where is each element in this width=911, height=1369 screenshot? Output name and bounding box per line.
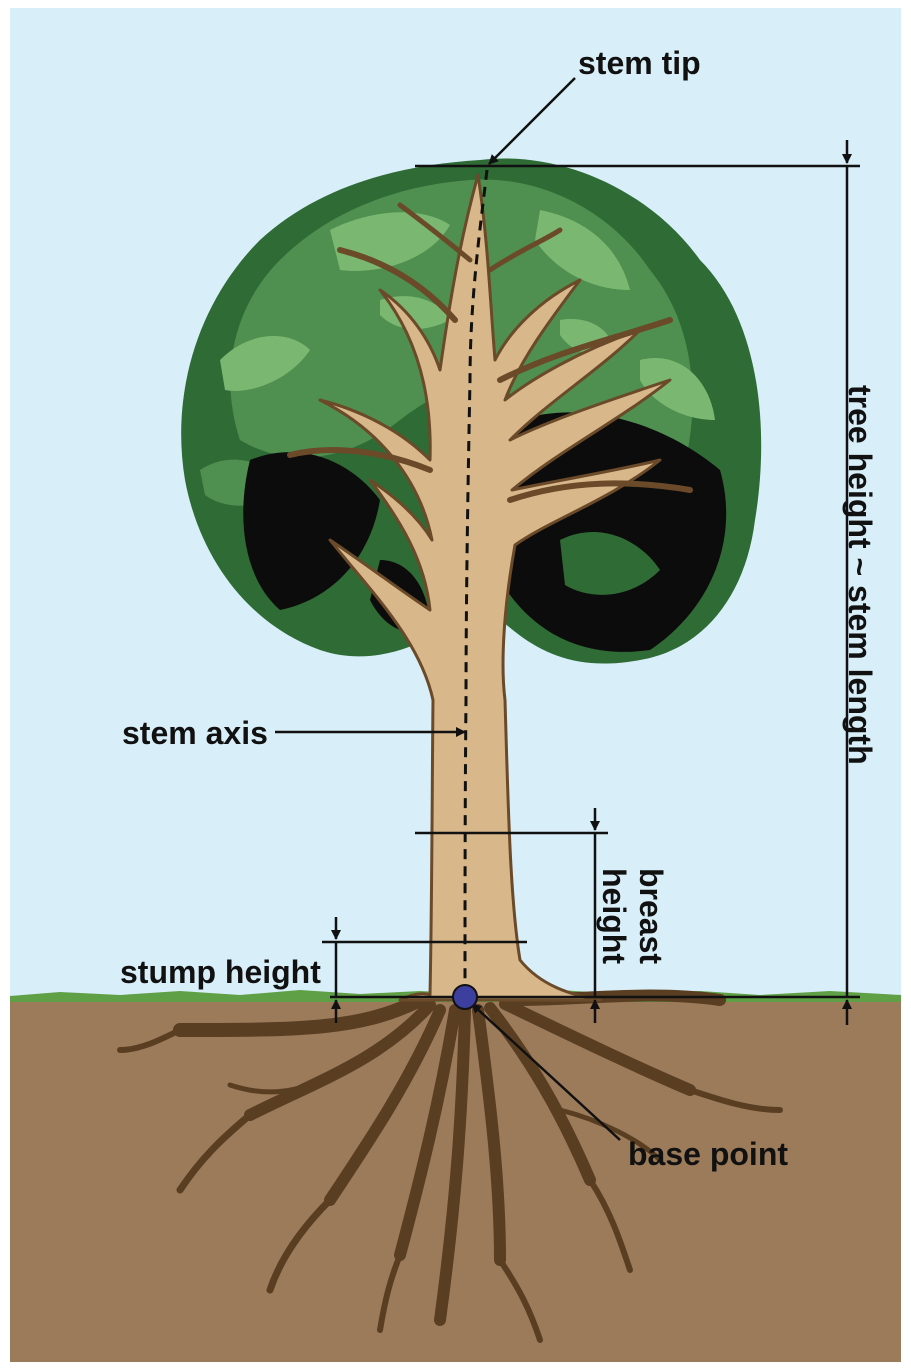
stump-height-label: stump height (120, 954, 321, 990)
breast-height-label-line2: height (596, 868, 632, 964)
stem-axis-label: stem axis (122, 715, 268, 751)
tree-height-label: tree height ~ stem length (842, 385, 878, 765)
base-point-label: base point (628, 1136, 788, 1172)
stem-tip-label: stem tip (578, 45, 701, 81)
breast-height-label-line1: breast (633, 868, 669, 964)
base-point-marker (453, 985, 477, 1009)
